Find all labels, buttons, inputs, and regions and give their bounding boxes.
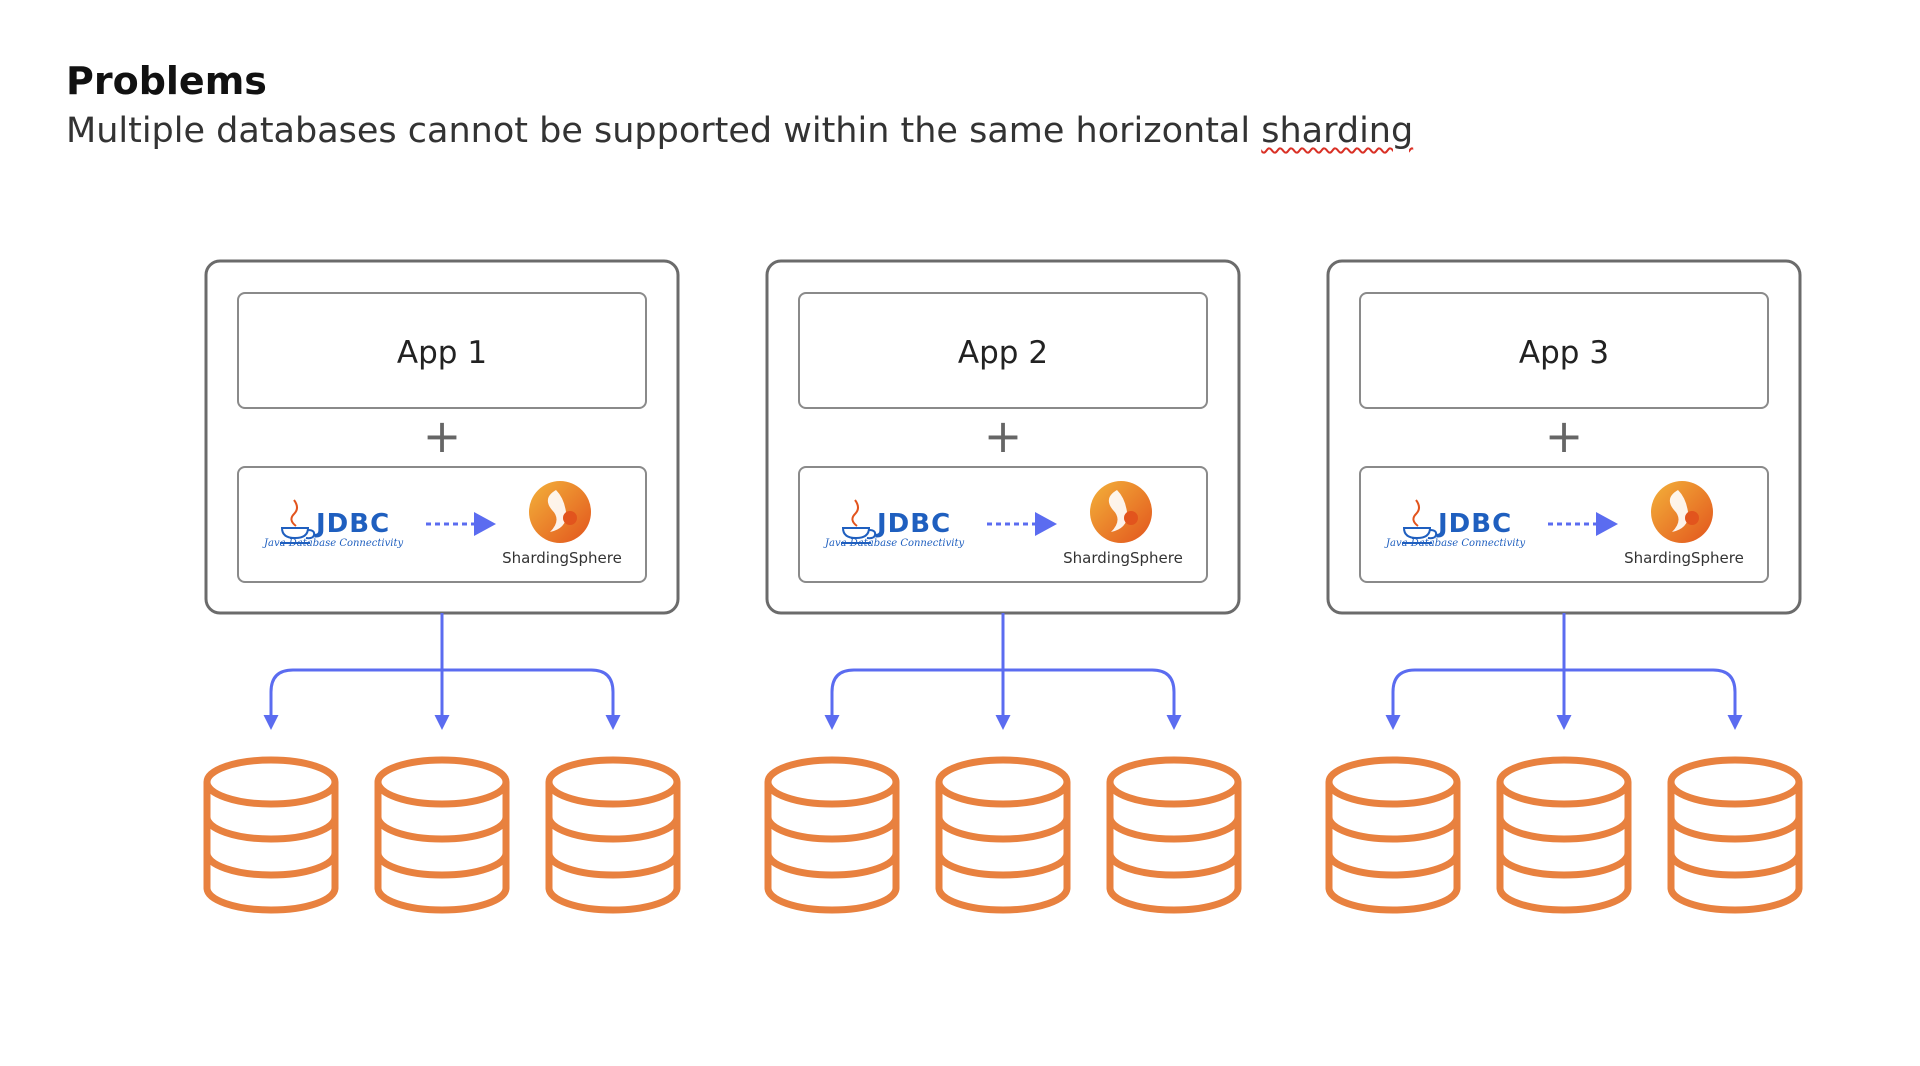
database-cylinder-icon xyxy=(1496,756,1632,914)
database-top xyxy=(374,756,510,808)
database-cylinder-icon xyxy=(1325,756,1461,914)
database-ring xyxy=(1325,852,1461,879)
arrow-head-icon xyxy=(1596,512,1618,536)
app-label: App 3 xyxy=(1519,335,1609,371)
arrow-head-icon xyxy=(474,512,496,536)
database-cylinder-icon xyxy=(1667,756,1803,914)
app-box xyxy=(237,292,647,409)
arrow-right xyxy=(442,668,621,730)
subtitle-text: Multiple databases cannot be supported w… xyxy=(66,111,1262,151)
database-body xyxy=(1325,782,1461,914)
distribution-arrows xyxy=(263,613,621,730)
java-cup-icon xyxy=(280,499,316,544)
database-ring xyxy=(1496,852,1632,879)
database-ring xyxy=(545,852,681,879)
distribution-arrows xyxy=(824,613,1182,730)
database-body xyxy=(935,782,1071,914)
database-body xyxy=(545,782,681,914)
database-ring xyxy=(374,852,510,879)
database-top xyxy=(1106,756,1242,808)
app-label: App 2 xyxy=(958,335,1048,371)
jdbc-subtitle: Java Database Connectivity xyxy=(262,538,403,549)
database-top xyxy=(1667,756,1803,808)
database-cylinder-icon xyxy=(1106,756,1242,914)
shardingsphere-label: ShardingSphere xyxy=(1063,549,1183,567)
database-top xyxy=(764,756,900,808)
page-subtitle: Multiple databases cannot be supported w… xyxy=(66,114,1413,149)
arrow-left xyxy=(263,668,442,730)
subtitle-misspelled-word: sharding xyxy=(1261,111,1414,151)
plus-sign: + xyxy=(1545,409,1584,463)
plus-sign: + xyxy=(423,409,462,463)
database-body xyxy=(1496,782,1632,914)
arrow-right xyxy=(1003,668,1182,730)
database-body xyxy=(764,782,900,914)
database-ring xyxy=(1496,816,1632,843)
shardingsphere-label: ShardingSphere xyxy=(1624,549,1744,567)
jdbc-label: JDBC xyxy=(875,509,951,539)
database-cylinder-icon xyxy=(203,756,339,914)
plus-sign: + xyxy=(984,409,1023,463)
database-cylinder-icon xyxy=(764,756,900,914)
database-body xyxy=(374,782,510,914)
database-ring xyxy=(764,816,900,843)
database-ring xyxy=(1667,852,1803,879)
java-cup-icon xyxy=(1402,499,1438,544)
database-ring xyxy=(545,816,681,843)
database-ring xyxy=(935,816,1071,843)
database-cylinder-icon xyxy=(374,756,510,914)
database-top xyxy=(1325,756,1461,808)
shardingsphere-label: ShardingSphere xyxy=(502,549,622,567)
app-label: App 1 xyxy=(397,335,487,371)
database-ring xyxy=(203,852,339,879)
database-ring xyxy=(374,816,510,843)
jdbc-label: JDBC xyxy=(1436,509,1512,539)
jdbc-subtitle: Java Database Connectivity xyxy=(823,538,964,549)
shardingsphere-logo-icon xyxy=(1090,481,1152,543)
database-top xyxy=(1496,756,1632,808)
database-ring xyxy=(1106,852,1242,879)
database-ring xyxy=(1106,816,1242,843)
arrow-head-icon xyxy=(1035,512,1057,536)
distribution-arrows xyxy=(1385,613,1743,730)
jdbc-subtitle: Java Database Connectivity xyxy=(1384,538,1525,549)
database-ring xyxy=(1325,816,1461,843)
database-top xyxy=(203,756,339,808)
database-cylinder-icon xyxy=(545,756,681,914)
java-cup-icon xyxy=(841,499,877,544)
shardingsphere-logo-icon xyxy=(529,481,591,543)
database-body xyxy=(1106,782,1242,914)
arrow-left xyxy=(1385,668,1564,730)
app-box xyxy=(798,292,1208,409)
database-ring xyxy=(935,852,1071,879)
jdbc-label: JDBC xyxy=(314,509,390,539)
database-ring xyxy=(203,816,339,843)
page-title: Problems xyxy=(66,59,267,103)
database-body xyxy=(203,782,339,914)
app-box xyxy=(1359,292,1769,409)
database-ring xyxy=(1667,816,1803,843)
database-cylinder-icon xyxy=(935,756,1071,914)
shardingsphere-logo-icon xyxy=(1651,481,1713,543)
arrow-left xyxy=(824,668,1003,730)
database-body xyxy=(1667,782,1803,914)
arrow-right xyxy=(1564,668,1743,730)
database-ring xyxy=(764,852,900,879)
database-top xyxy=(545,756,681,808)
database-top xyxy=(935,756,1071,808)
